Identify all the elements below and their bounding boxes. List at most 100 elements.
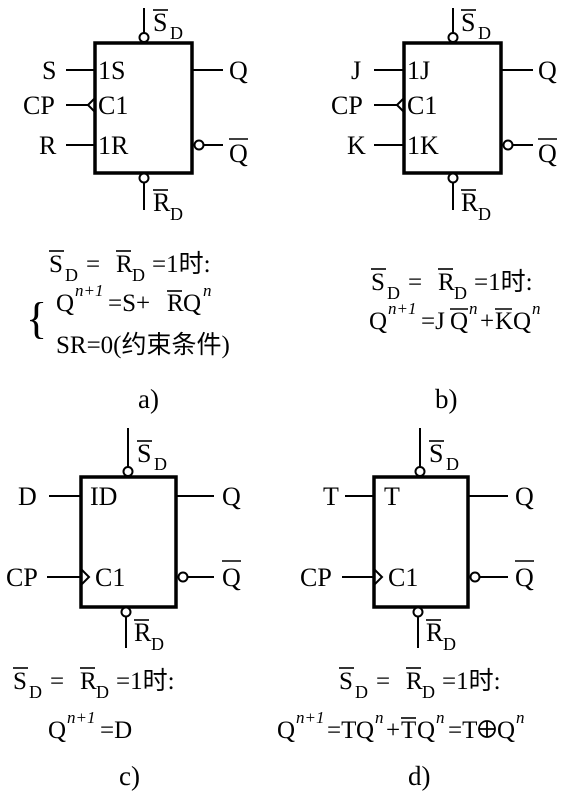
cond-rd: R [116,251,133,278]
t-input-label: T [323,482,339,511]
d-flip-flop-box [79,475,178,609]
cond-rd-sub: D [422,682,435,702]
constraint-text: SR=0(约束条件) [56,331,230,359]
cond-tail: =1时: [116,667,175,695]
rd-label: R [153,188,171,217]
inner-c1-label: C1 [95,563,125,592]
qbar-inversion-bubble [469,571,481,583]
inner-c1-label: C1 [98,91,128,120]
inner-c1-label: C1 [407,91,437,120]
sd-inversion-bubble [447,32,459,43]
rd-label: R [134,618,152,647]
eq-q2: Q [513,308,531,335]
rd-label-sub: D [151,634,164,654]
d-input-label: D [18,482,37,511]
rd-inversion-bubble [138,172,150,184]
rd-label: R [426,618,444,647]
cond-eq: = [50,668,64,695]
cond-eq: = [408,269,422,296]
rd-label-sub: D [478,204,491,224]
cond-rd: R [80,668,97,695]
eq-q-sup: n+1 [296,708,324,727]
sd-inversion-bubble [414,466,426,477]
sd-label: S [461,8,475,37]
sd-label-sub: D [170,23,183,43]
cp-input-label: CP [6,563,38,592]
rd-label-sub: D [443,634,456,654]
cond-sd: S [13,668,27,695]
caption-c: c) [119,761,140,791]
q-output-label: Q [538,56,557,85]
eq-rhs-sup: n [203,281,212,300]
cond-eq: = [86,251,100,278]
cond-sd: S [371,269,385,296]
eq-plus: + [480,308,494,335]
sd-label-sub: D [478,23,491,43]
eq-qbar-sup: n [469,299,478,318]
eq-q1: Q [356,717,374,744]
eq-q1-sup: n [375,708,384,727]
r-input-label: R [39,131,57,160]
eq-rhs-a: =S+ [108,290,150,317]
eq-q: Q [277,717,295,744]
clock-triangle [86,97,96,113]
panel-d-t-flip-flop: S D T CP T C1 Q Q R D S D = R D =1时: Q n… [277,428,534,791]
eq-rhs: =D [100,717,132,744]
qbar-output-label: Q [222,563,241,592]
cp-input-label: CP [23,91,55,120]
s-input-label: S [42,56,56,85]
cond-tail: =1时: [442,667,501,695]
eq-eq-j: =J [421,308,445,335]
inner-id-label: ID [90,482,117,511]
cond-rd-sub: D [132,265,145,285]
cond-sd-sub: D [355,682,368,702]
cond-rd: R [406,668,423,695]
inner-1r-label: 1R [98,131,129,160]
cond-sd: S [49,251,63,278]
brace: { [26,294,47,343]
eq-kbar: K [495,308,513,335]
qbar-output-label: Q [229,139,248,168]
xor-symbol [478,720,496,738]
rd-inversion-bubble [447,172,459,184]
inner-1j-label: 1J [407,56,430,85]
sd-inversion-bubble [122,466,134,477]
caption-d: d) [408,761,431,791]
sd-label: S [153,8,167,37]
rd-inversion-bubble [120,606,132,618]
caption-a: a) [138,384,159,414]
eq-q2: Q [417,717,435,744]
panel-b-jk-flip-flop: S D J CP K 1J C1 1K Q Q R D S D = R D =1… [331,8,557,414]
eq-qbar: Q [450,308,468,335]
clock-triangle [373,568,384,586]
cond-rd-sub: D [96,682,109,702]
eq-q3: Q [497,717,515,744]
cond-sd-sub: D [65,265,78,285]
eq-p1: =T [327,717,356,744]
sd-inversion-bubble [138,32,150,43]
eq-q: Q [369,308,387,335]
q-output-label: Q [515,482,534,511]
eq-tbar: T [401,717,416,744]
qbar-inversion-bubble [502,139,514,151]
qbar-inversion-bubble [193,139,205,151]
cond-sd-sub: D [387,283,400,303]
clock-triangle [395,97,405,113]
cond-sd: S [339,668,353,695]
cond-sd-sub: D [29,682,42,702]
cond-tail: =1时: [152,250,211,278]
k-input-label: K [347,131,366,160]
rd-label: R [461,188,479,217]
eq-q: Q [56,290,74,317]
eq-q: Q [48,717,66,744]
inner-1k-label: 1K [407,131,439,160]
cond-eq: = [376,668,390,695]
inner-1s-label: 1S [98,56,125,85]
eq-p2: =T [448,717,477,744]
q-output-label: Q [229,56,248,85]
sd-label-sub: D [446,454,459,474]
eq-q-sup: n+1 [75,281,103,300]
sd-label: S [429,439,443,468]
sd-label: S [137,439,151,468]
